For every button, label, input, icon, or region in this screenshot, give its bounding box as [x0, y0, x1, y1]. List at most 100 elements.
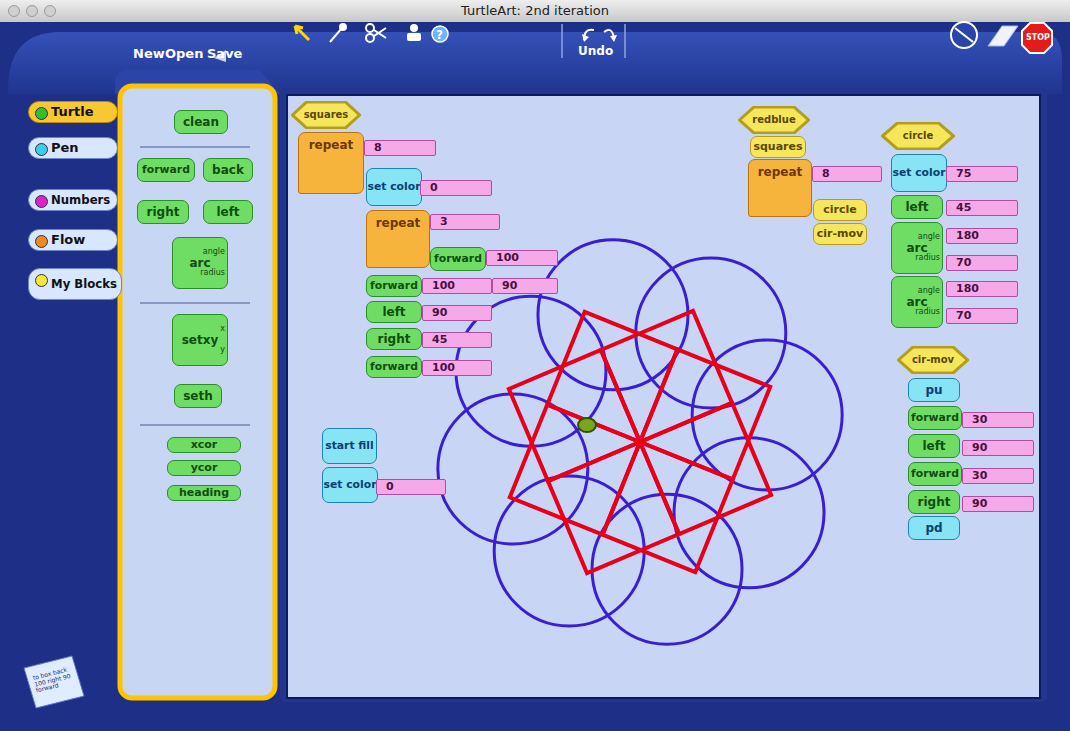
label-menu: New	[133, 46, 165, 61]
number-block: 0	[376, 479, 446, 495]
block-label: arc	[189, 257, 210, 270]
user-block: squares	[750, 136, 806, 158]
block-label: 45	[432, 334, 447, 346]
palette-tab: My Blocks	[28, 268, 122, 300]
number-block: 100	[486, 250, 558, 266]
turtle-block: forward	[430, 247, 486, 271]
hat-block: circle	[881, 122, 955, 150]
turtle-block: right	[366, 328, 422, 350]
turtle-block: back	[203, 158, 253, 182]
number-block: 90	[962, 440, 1034, 456]
block-label: seth	[183, 390, 213, 403]
turtle-block: left	[366, 301, 422, 323]
number-block: 45	[946, 200, 1018, 216]
block-label: cir-mov	[912, 355, 954, 366]
number-block: 180	[946, 281, 1018, 297]
socket-label: x	[220, 325, 225, 333]
hat-block: redblue	[738, 106, 810, 134]
svg-text:?: ?	[436, 28, 443, 42]
block-label: right	[918, 496, 951, 509]
block-label: 30	[972, 470, 987, 482]
turtle-block: clean	[174, 110, 228, 134]
block-label: 70	[956, 257, 971, 269]
toolbar-label: Undo	[578, 44, 613, 58]
flow-block: repeat	[366, 210, 430, 268]
turtle-block: right	[137, 200, 189, 224]
turtle-block: left	[908, 434, 960, 458]
socket-label: angle	[918, 233, 940, 241]
block-label: right	[147, 206, 180, 219]
turtle-block: forward	[908, 406, 962, 430]
block-label: circle	[823, 204, 856, 216]
turtle-block: anglearcradius	[891, 276, 943, 328]
block-label: set color	[324, 479, 377, 490]
block-label: 90	[972, 442, 987, 454]
block-label: redblue	[752, 115, 795, 126]
block-label: forward	[911, 468, 959, 479]
block-label: 90	[502, 280, 517, 292]
turtle-block: left	[203, 200, 253, 224]
turtle-block: xcor	[167, 437, 241, 453]
block-label: Flow	[51, 233, 85, 247]
block-label: ycor	[191, 462, 218, 474]
turtle-block: forward	[908, 462, 962, 486]
number-block: 70	[946, 308, 1018, 324]
block-label: repeat	[309, 139, 354, 152]
block-label: start fill	[325, 440, 374, 451]
block-label: 100	[496, 252, 519, 264]
user-block: circle	[813, 199, 867, 221]
flow-block: repeat	[298, 132, 364, 194]
turtle-block: anglearcradius	[172, 237, 228, 289]
block-label: forward	[434, 253, 482, 264]
red-square	[640, 403, 771, 534]
number-block: 90	[492, 278, 558, 294]
palette-tab: Flow	[28, 229, 118, 251]
turtle-block: xsetxyy	[172, 314, 228, 366]
number-block: 0	[420, 180, 492, 196]
block-label: 90	[432, 307, 447, 319]
block-label: 8	[374, 142, 382, 154]
block-label: Turtle	[51, 105, 94, 119]
user-block: cir-mov	[813, 223, 867, 245]
number-block: 100	[422, 360, 492, 376]
block-label: squares	[753, 141, 802, 153]
block-label: 45	[956, 202, 971, 214]
hat-block: squares	[291, 101, 361, 129]
block-label: forward	[370, 361, 418, 372]
block-label: xcor	[191, 439, 218, 451]
block-label: 3	[440, 216, 448, 228]
pen-block: set color	[366, 168, 422, 206]
window-title: TurtleArt: 2nd iteration	[0, 3, 1070, 18]
block-label: Numbers	[51, 194, 110, 206]
number-block: 75	[946, 166, 1018, 182]
block-label: 180	[956, 283, 979, 295]
block-label: 8	[822, 168, 830, 180]
block-label: circle	[903, 131, 933, 142]
block-label: arc	[906, 242, 927, 255]
block-label: 75	[956, 168, 971, 180]
block-label: pu	[925, 384, 942, 397]
socket-label: y	[220, 346, 225, 354]
block-label: forward	[911, 412, 959, 423]
block-label: 100	[432, 362, 455, 374]
block-label: right	[378, 333, 411, 346]
turtle-block: right	[908, 490, 960, 514]
block-label: Pen	[51, 141, 79, 155]
pen-block: start fill	[322, 428, 377, 464]
block-label: 70	[956, 310, 971, 322]
socket-label: radius	[200, 269, 225, 277]
block-label: set color	[893, 167, 946, 178]
number-block: 70	[946, 255, 1018, 271]
socket-label: angle	[203, 248, 225, 256]
block-label: 0	[386, 481, 394, 493]
turtle-block: anglearcradius	[891, 222, 943, 274]
turtle-block: left	[891, 195, 943, 219]
turtle-block: heading	[167, 485, 241, 501]
block-label: back	[212, 164, 244, 177]
number-block: 100	[422, 278, 492, 294]
hat-block: cir-mov	[897, 346, 969, 374]
palette-tab: Turtle	[28, 101, 118, 123]
block-label: left	[922, 440, 945, 453]
block-label: squares	[304, 110, 349, 121]
block-label: setxy	[182, 334, 219, 347]
